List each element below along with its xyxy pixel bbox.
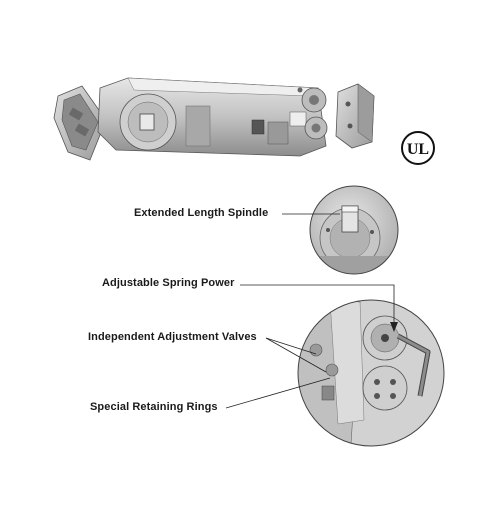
callout-extended-length-spindle: Extended Length Spindle bbox=[134, 207, 269, 219]
valve-detail-view bbox=[297, 299, 445, 447]
callout-special-retaining-rings: Special Retaining Rings bbox=[90, 401, 218, 413]
spring-leader-arrowhead bbox=[390, 322, 398, 332]
right-end-bracket bbox=[335, 83, 375, 149]
valve-leader-line-upper bbox=[265, 337, 317, 355]
valve-leader-line-lower bbox=[265, 337, 327, 373]
callout-independent-adjustment-valves: Independent Adjustment Valves bbox=[88, 331, 257, 343]
door-closer-product bbox=[53, 77, 375, 161]
callout-adjustable-spring-power: Adjustable Spring Power bbox=[102, 277, 235, 289]
rings-leader-line bbox=[225, 377, 331, 409]
ul-certification-mark: UL bbox=[401, 131, 435, 165]
closer-body bbox=[97, 77, 328, 157]
left-end-bracket bbox=[53, 85, 107, 161]
spring-leader-line bbox=[240, 284, 395, 328]
ul-logo-lettering: UL bbox=[407, 141, 429, 158]
callout-leader-lines bbox=[225, 213, 398, 409]
spindle-detail-view bbox=[309, 185, 399, 275]
